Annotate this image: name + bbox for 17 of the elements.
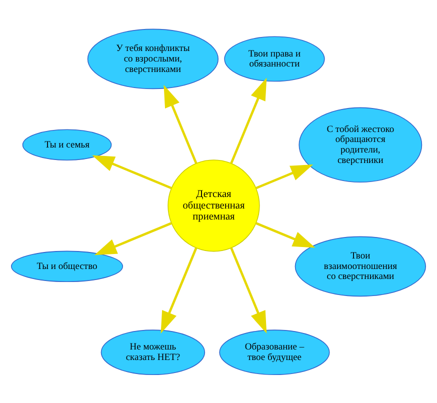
node-ellipse: Ты и общество	[11, 250, 124, 282]
node-ellipse: Ты и семья	[22, 128, 112, 160]
arrow	[92, 154, 172, 189]
node-circle: Детская общественная приемная	[168, 159, 260, 252]
arrow	[164, 84, 198, 164]
arrow	[230, 247, 267, 334]
arrow	[94, 222, 172, 255]
arrow	[256, 164, 314, 189]
node-ellipse: У тебя конфликты со взрослыми, сверстниками	[87, 28, 219, 89]
arrow	[230, 77, 267, 164]
node-ellipse: С тобой жестоко обращаются родители, сверстники	[298, 106, 422, 182]
node-ellipse: Твои взаимоотношения со сверстниками	[294, 236, 426, 296]
node-ellipse: Твои права и обязанности	[224, 36, 325, 82]
node-ellipse: Образование – твое будущее	[219, 329, 330, 375]
node-ellipse: Не можешь сказать НЕТ?	[100, 329, 206, 375]
arrow	[160, 247, 198, 334]
arrow	[256, 222, 316, 248]
